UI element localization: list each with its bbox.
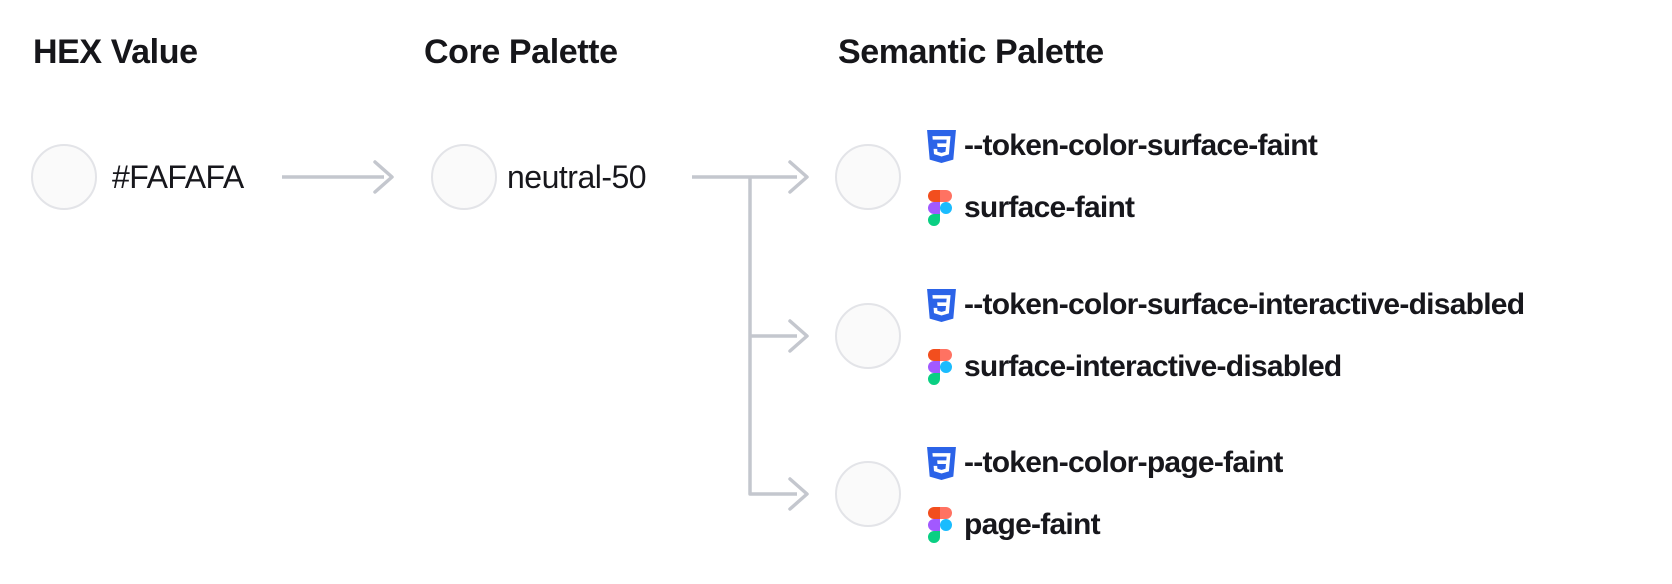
hex-value-label: #FAFAFA [112, 158, 244, 195]
color-swatch [431, 144, 497, 210]
css-variable-name: --token-color-surface-interactive-disabl… [964, 288, 1525, 321]
semantic-token-entry: --token-color-page-faint page-faint [835, 414, 1672, 574]
figma-style-line: page-faint [928, 505, 1101, 545]
css3-shield-icon [925, 128, 958, 165]
css-variable-line: --token-color-page-faint [925, 443, 1283, 483]
figma-style-name: surface-interactive-disabled [964, 350, 1342, 383]
semantic-token-entry: --token-color-surface-interactive-disabl… [835, 256, 1672, 416]
column-header-semantic-palette: Semantic Palette [838, 33, 1104, 71]
figma-style-name: surface-faint [964, 191, 1135, 224]
column-header-core-palette: Core Palette [424, 33, 618, 71]
figma-style-name: page-faint [964, 508, 1101, 541]
arrow-hex-to-core-head [373, 160, 394, 194]
color-swatch [835, 303, 901, 369]
column-header-hex-value: HEX Value [33, 33, 198, 71]
figma-style-line: surface-interactive-disabled [928, 347, 1342, 387]
arrow-trunk-to-sem3 [748, 177, 797, 496]
semantic-token-entry: --token-color-surface-faint surface-fain… [835, 97, 1672, 257]
color-swatch [31, 144, 97, 210]
arrow-trunk-to-sem2-head [788, 319, 809, 353]
arrow-core-to-sem1-head [788, 160, 809, 194]
figma-logo-icon [928, 507, 952, 543]
color-swatch [835, 144, 901, 210]
color-swatch [835, 461, 901, 527]
css-variable-line: --token-color-surface-faint [925, 126, 1318, 166]
figma-style-line: surface-faint [928, 188, 1135, 228]
arrow-trunk-to-sem3-head [788, 477, 809, 511]
figma-logo-icon [928, 349, 952, 385]
css-variable-name: --token-color-surface-faint [964, 129, 1318, 162]
css-variable-line: --token-color-surface-interactive-disabl… [925, 285, 1525, 325]
core-palette-label: neutral-50 [507, 158, 647, 195]
css-variable-name: --token-color-page-faint [964, 446, 1283, 479]
hex-value-row: #FAFAFA [31, 144, 244, 210]
core-palette-row: neutral-50 [431, 144, 647, 210]
css3-shield-icon [925, 445, 958, 482]
figma-logo-icon [928, 190, 952, 226]
css3-shield-icon [925, 287, 958, 324]
